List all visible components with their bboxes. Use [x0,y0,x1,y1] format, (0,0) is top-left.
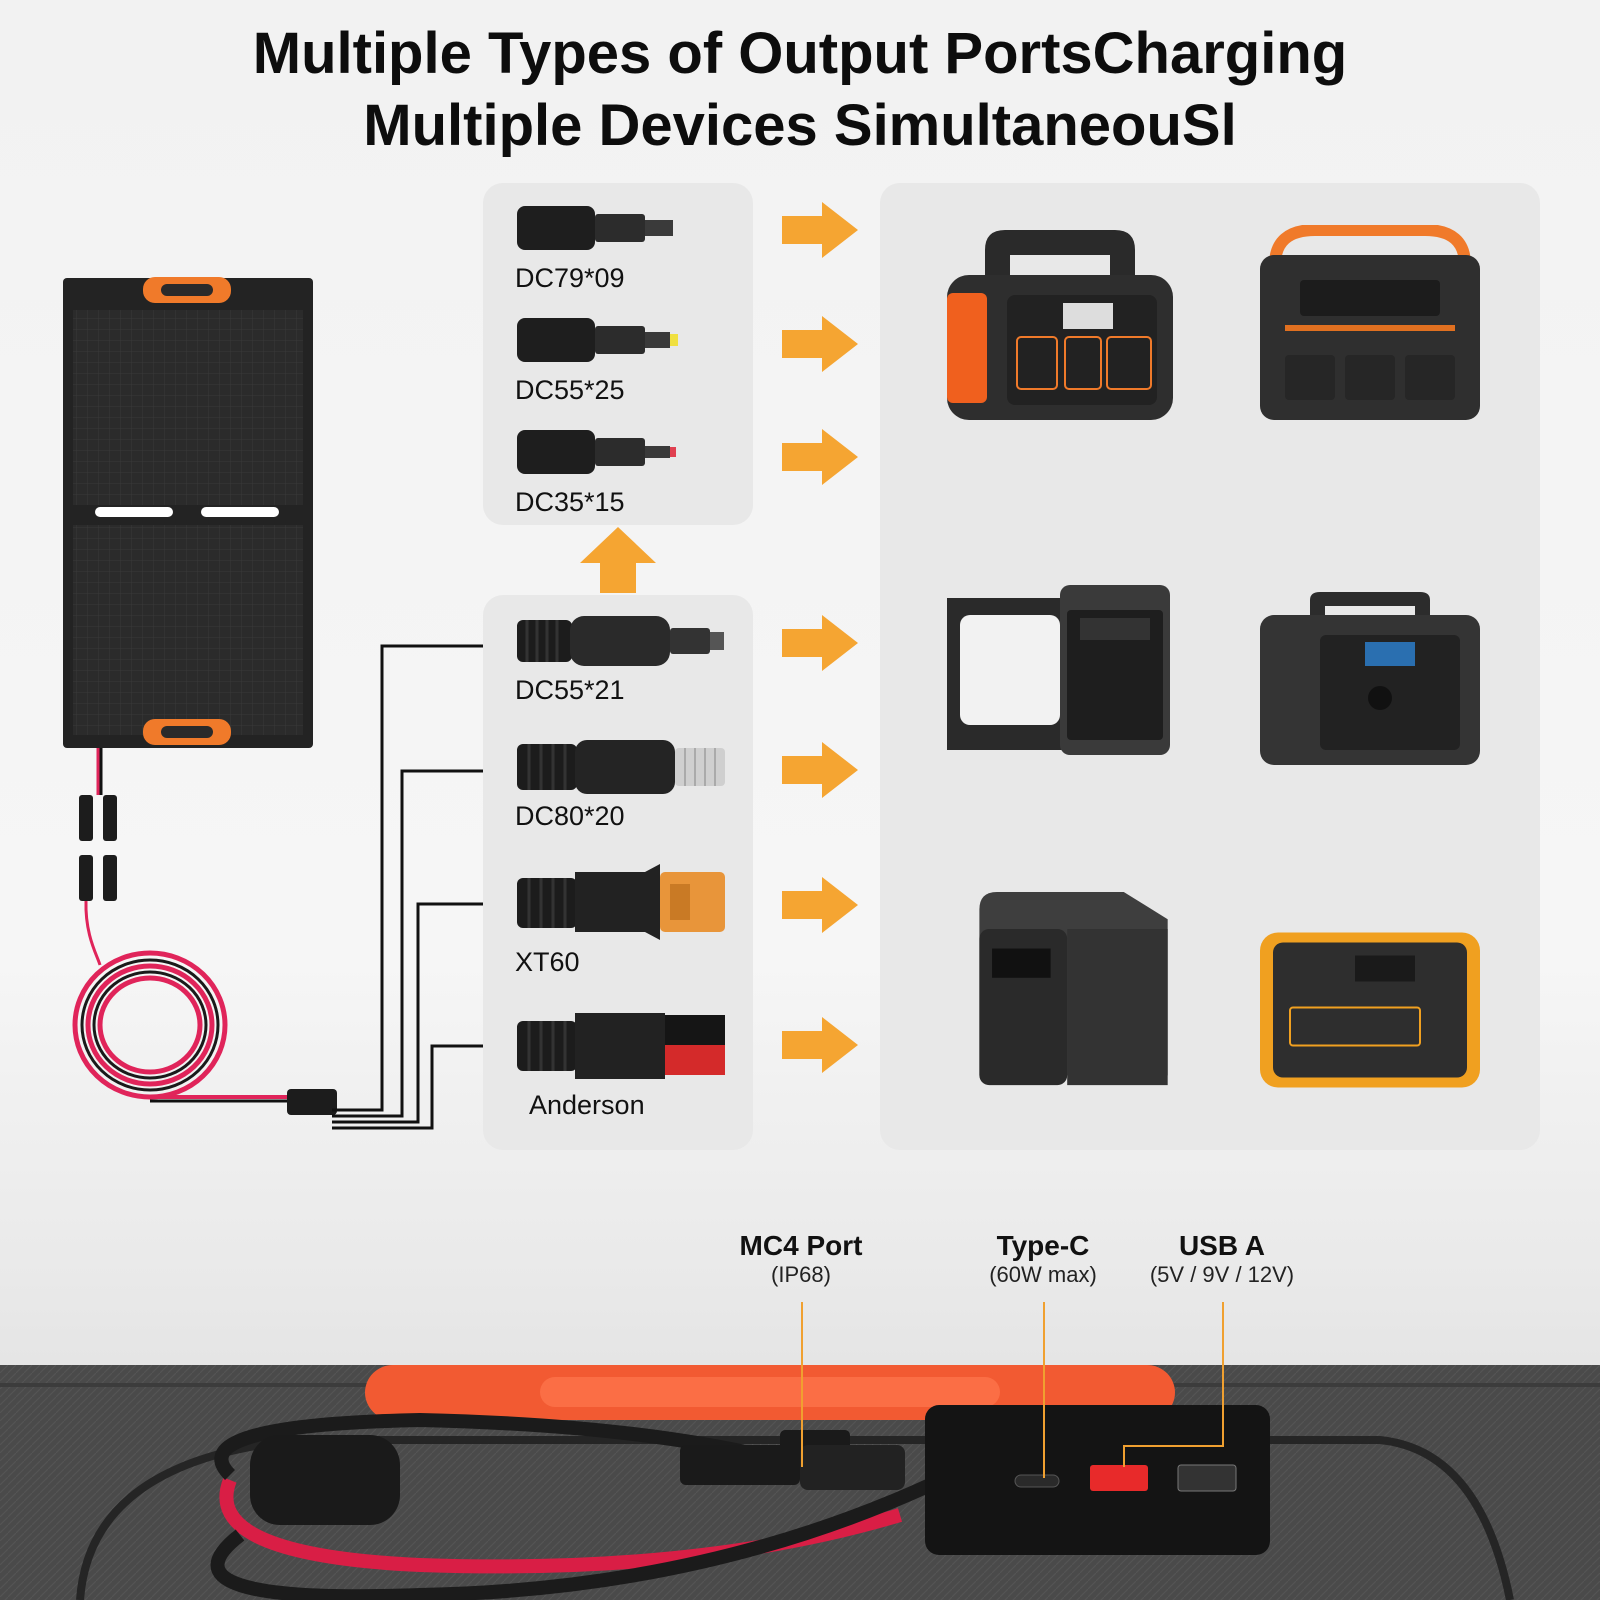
connector-label: DC79*09 [515,263,625,293]
power-station-yellow-icon [1260,932,1480,1088]
connector-item: DC80*20 [515,738,730,832]
power-station-handle-icon [1260,225,1480,420]
callout-line [1043,1302,1045,1478]
headline-line-2: Multiple Devices SimultaneouSl [363,93,1237,158]
connector-label: DC55*25 [515,375,625,405]
right-arrow-icon [782,316,858,372]
callout-subtitle: (5V / 9V / 12V) [1149,1262,1295,1287]
connector-label: XT60 [515,947,580,977]
callout-mc4: MC4 Port (IP68) [701,1230,901,1288]
right-arrow-icon [782,1017,858,1073]
connector-label: DC55*21 [515,675,625,705]
callout-line [1123,1445,1224,1447]
connector-item: DC55*21 [515,612,730,706]
dc-plug-icon [517,318,678,362]
xlr-plug-icon [517,740,725,794]
splitter-cables-icon [332,644,483,1130]
callout-line [801,1302,803,1467]
headline-line-1: Multiple Types of Output PortsCharging [252,21,1348,86]
connector-label: Anderson [529,1090,645,1120]
callout-subtitle: (IP68) [771,1262,831,1287]
callout-usb-a: USB A (5V / 9V / 12V) [1112,1230,1332,1288]
anderson-plug-icon [517,1013,725,1079]
right-arrow-icon [782,615,858,671]
callout-line [1222,1302,1224,1447]
right-arrow-icon [782,429,858,485]
right-arrow-icon [782,742,858,798]
right-arrow-icon [782,202,858,258]
dc-plug-icon [517,206,673,250]
power-station-tower-icon [979,891,1168,1086]
callout-title: Type-C [996,1230,1090,1261]
up-arrow-icon [580,527,656,593]
callout-type-c: Type-C (60W max) [943,1230,1143,1288]
callout-subtitle: (60W max) [989,1262,1097,1287]
dc-plug-icon [517,430,676,474]
xt60-plug-icon [517,864,725,940]
connector-item: Anderson [515,1005,730,1121]
connector-item: DC55*25 [515,312,680,406]
headline: Multiple Types of Output PortsCharging M… [0,18,1600,162]
connector-label: DC80*20 [515,801,625,831]
callout-line [1123,1445,1125,1467]
dc-plug-icon [517,616,724,666]
panel-closeup-scene [0,1365,1600,1600]
connector-item: XT60 [515,862,730,978]
right-arrow-icon [782,877,858,933]
power-station-frame-icon [947,585,1170,755]
callout-title: MC4 Port [739,1230,863,1261]
solar-panel-icon [63,277,337,1115]
connector-label: DC35*15 [515,487,625,517]
power-station-black-icon [1260,592,1480,765]
connector-item: DC35*15 [515,424,680,518]
connector-item: DC79*09 [515,200,680,294]
power-station-orange-icon [947,230,1173,420]
callout-title: USB A [1178,1230,1266,1261]
